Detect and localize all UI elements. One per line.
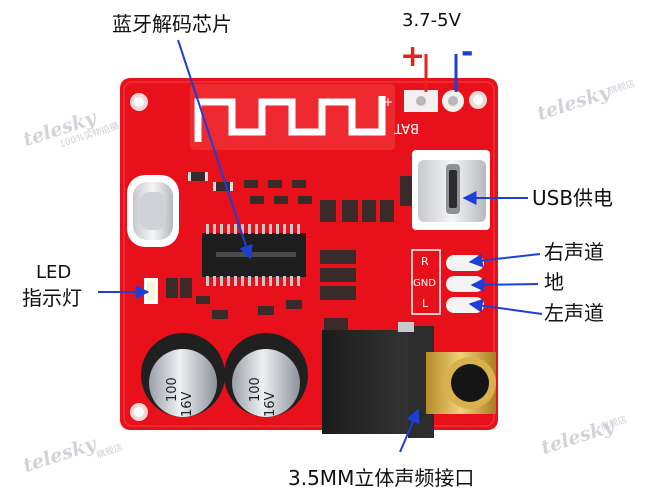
svg-text:BAT: BAT (394, 120, 419, 135)
mounting-hole (130, 93, 148, 111)
bluetooth-chip (202, 224, 306, 286)
right-arrow (468, 253, 541, 268)
svg-text:100: 100 (165, 377, 180, 402)
capacitor: 100 16V (141, 333, 225, 417)
svg-text:R: R (421, 255, 429, 268)
usb-power-label: USB供电 (532, 186, 614, 210)
svg-text:16V: 16V (263, 391, 278, 417)
battery-pads: BAT (394, 90, 464, 135)
svg-text:100: 100 (248, 377, 263, 402)
jack-arrow (399, 408, 420, 453)
usb-port (412, 150, 490, 230)
positive-sign: + (400, 39, 426, 74)
svg-text:L: L (422, 297, 429, 310)
right-channel-label: 右声道 (544, 240, 604, 264)
chip-label: 蓝牙解码芯片 (112, 12, 232, 36)
ground-label: 地 (544, 270, 564, 294)
voltage-label: 3.7-5V (402, 10, 461, 31)
capacitor: 100 16V (224, 333, 308, 417)
svg-text:+: + (383, 95, 393, 109)
smd-components (166, 172, 412, 330)
crystal-oscillator (127, 175, 179, 247)
svg-text:GND: GND (413, 278, 436, 289)
led-label-line1: LED (36, 262, 72, 283)
ground-arrow (470, 277, 539, 292)
left-channel-label: 左声道 (544, 301, 604, 325)
pointer-arrows (98, 39, 543, 453)
antenna-trace: + (190, 84, 395, 150)
audio-jack-label: 3.5MM立体声频接口 (288, 466, 475, 490)
mounting-hole (469, 91, 487, 109)
chip-arrow (177, 39, 253, 260)
mounting-hole (130, 403, 148, 421)
svg-text:16V: 16V (180, 391, 195, 417)
negative-sign: - (461, 35, 474, 70)
left-arrow (468, 298, 543, 315)
led-label-line2: 指示灯 (22, 286, 82, 310)
